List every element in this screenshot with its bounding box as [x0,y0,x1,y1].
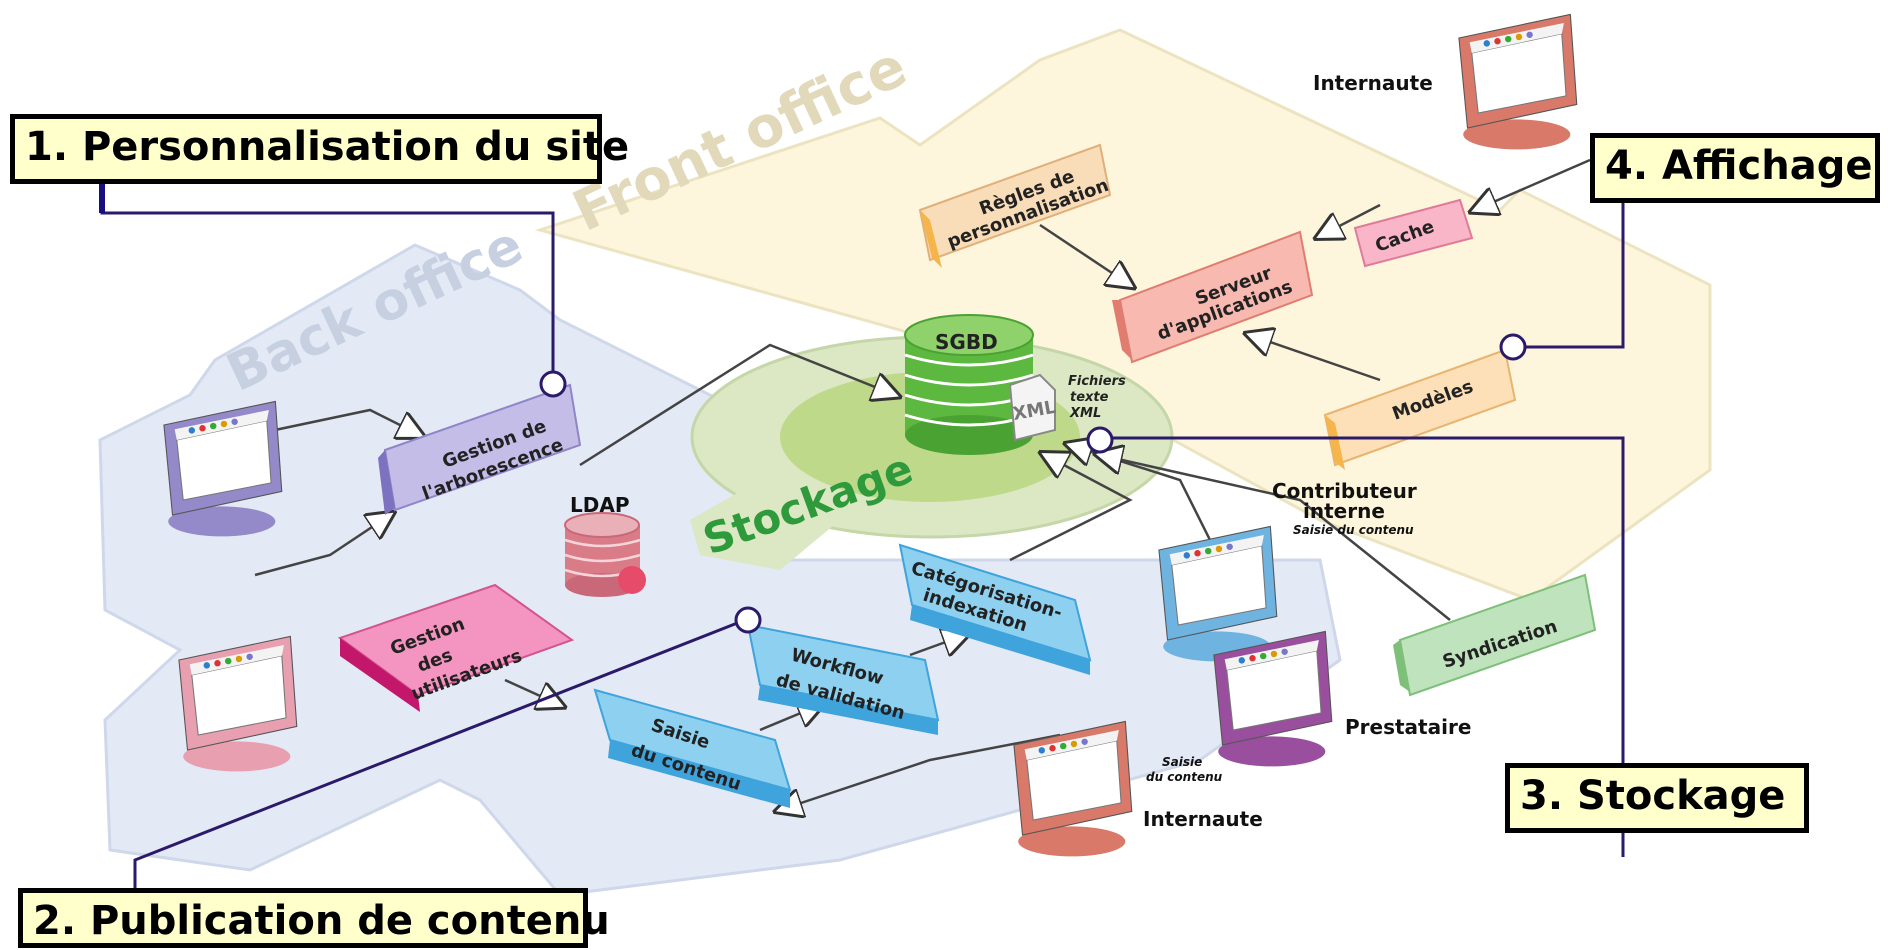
callout-affichage: 4. Affichage [1590,133,1880,203]
contributeur-label-3: Saisie du contenu [1293,523,1414,537]
back-office-screen-purple [163,400,283,537]
callout-stockage: 3. Stockage [1505,763,1809,833]
back-office-zone [98,243,1342,897]
gestion-arborescence-box [378,383,582,515]
ldap-label: LDAP [570,493,629,517]
sgbd-database [904,314,1034,455]
contributeur-screen [1158,525,1278,662]
connector-dot-affichage [1499,333,1527,361]
internaute-top-label: Internaute [1313,71,1433,95]
prestataire-label: Prestataire [1345,715,1471,739]
saisie-side-label-1: Saisie [1162,755,1202,769]
internaute-top-screen [1458,13,1578,150]
xml-file-icon [1008,373,1056,442]
back-office-screen-pink [178,635,298,772]
workflow-box [746,623,940,735]
saisie-contenu-box [593,688,792,808]
internaute-bottom-screen [1013,720,1133,857]
syndication-box [1393,573,1597,697]
contributeur-label-2: interne [1303,499,1385,523]
cache-box [1353,198,1474,268]
prestataire-screen [1213,630,1333,767]
connector-dot-stockage [1086,426,1114,454]
regles-box [918,143,1112,268]
categorisation-box [898,543,1092,675]
fichiers-label-1: Fichiers [1068,374,1126,389]
callout-personnalisation: 1. Personnalisation du site [10,114,629,184]
internaute-bottom-label: Internaute [1143,807,1263,831]
connector-dot-personnalisation [539,370,567,398]
gestion-utilisateurs-box [337,583,575,712]
callout-publication: 2. Publication de contenu [18,888,610,948]
modeles-box [1323,348,1517,470]
saisie-side-label-2: du contenu [1146,770,1223,784]
contributeur-label-1: Contributeur [1272,479,1417,503]
ldap-database [564,512,646,597]
sgbd-label: SGBD [935,330,998,354]
flow-arrows [254,158,1591,810]
fichiers-label-2: texte [1070,390,1109,405]
fichiers-label-3: XML [1069,406,1101,421]
serveur-box [1112,230,1314,364]
connector-dot-publication [734,606,762,634]
